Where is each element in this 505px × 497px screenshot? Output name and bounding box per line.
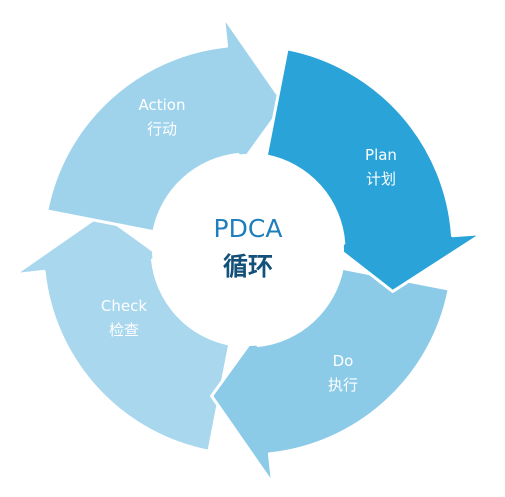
center-subtitle: 循环 xyxy=(223,252,273,281)
plan-label-en: Plan xyxy=(365,146,397,164)
check-label-en: Check xyxy=(101,297,147,315)
check-label-zh: 检查 xyxy=(109,321,139,339)
do-label-en: Do xyxy=(333,352,354,370)
center-title: PDCA xyxy=(214,214,283,243)
do-label-zh: 执行 xyxy=(328,376,358,394)
action-label-en: Action xyxy=(139,96,186,114)
cycle-arrows xyxy=(12,14,484,486)
plan-label-zh: 计划 xyxy=(366,170,396,188)
action-label-zh: 行动 xyxy=(147,120,177,138)
center-circle xyxy=(152,154,344,346)
